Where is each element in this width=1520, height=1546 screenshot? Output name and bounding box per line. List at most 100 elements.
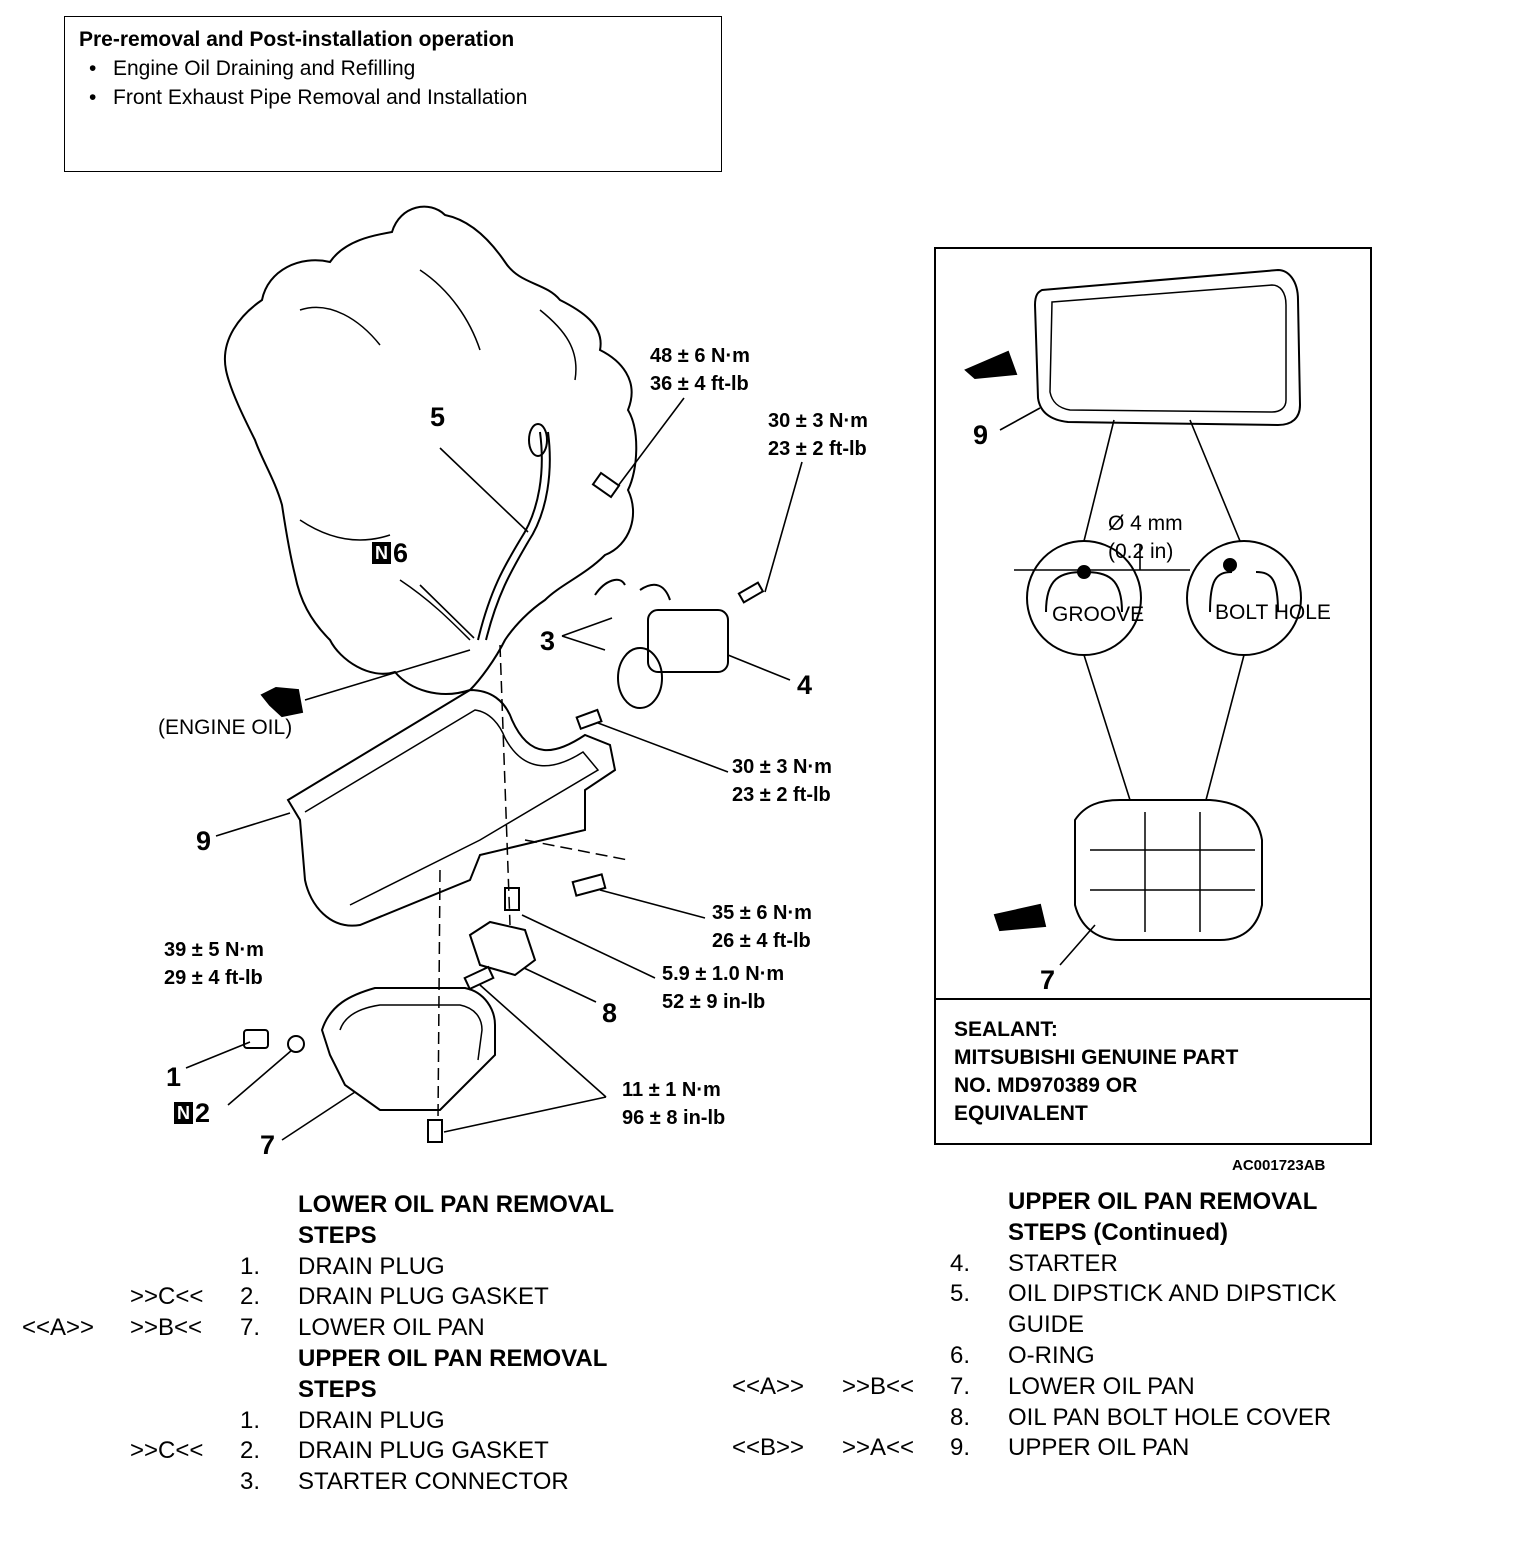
step-label: DRAIN PLUG <box>298 1252 445 1280</box>
sealant-inset-box <box>934 247 1372 1145</box>
starter-bolt-upper <box>737 581 765 604</box>
step-label: UPPER OIL PAN REMOVAL <box>1008 1188 1318 1215</box>
callout-8: 8 <box>602 998 618 1028</box>
dipstick-bolt <box>591 471 621 499</box>
inset-divider <box>934 998 1372 1000</box>
step-row: <<A>> >>B<< 7. LOWER OIL PAN <box>700 1372 1480 1403</box>
inset-sealant-tube-upper <box>964 350 1018 380</box>
drain-plug-gasket <box>287 1035 305 1053</box>
step-service-ref: <<A>> <box>732 1372 805 1400</box>
step-label: LOWER OIL PAN REMOVAL <box>298 1191 614 1218</box>
step-service-ref: >>A<< <box>842 1434 915 1462</box>
torque-upper-pan-bolt: 35 ± 6 N·m 26 ± 4 ft-lb <box>712 902 812 952</box>
lower-oil-pan <box>320 987 496 1111</box>
inset-leaders <box>999 407 1245 966</box>
step-label: OIL DIPSTICK AND DIPSTICK <box>1008 1280 1337 1308</box>
torque-starter-lower: 30 ± 3 N·m 23 ± 2 ft-lb <box>732 756 832 806</box>
engine-oil-can-icon <box>260 686 304 718</box>
step-row: 4. STARTER <box>700 1249 1480 1280</box>
step-number: 7. <box>950 1372 971 1400</box>
step-service-ref: <<A>> <box>22 1314 95 1342</box>
starter-body <box>647 609 729 673</box>
inset-sealant-bead-bolt <box>1223 558 1237 572</box>
steps-heading: STEPS <box>0 1375 740 1406</box>
inset-sealant-bead-groove <box>1077 565 1091 579</box>
engine-detail <box>299 269 577 641</box>
step-number: 4. <box>950 1249 971 1277</box>
step-row: >>C<<2.DRAIN PLUG GASKET <box>0 1282 740 1313</box>
torque-dipstick-bolt: 48 ± 6 N·m 36 ± 4 ft-lb <box>650 345 750 395</box>
step-label: LOWER OIL PAN <box>298 1314 485 1342</box>
drain-plug <box>243 1029 269 1049</box>
engine-oil-label: (ENGINE OIL) <box>158 716 293 739</box>
step-number: 2. <box>240 1437 261 1465</box>
step-service-ref: >>C<< <box>130 1283 204 1311</box>
step-row: 1. DRAIN PLUG <box>0 1252 740 1283</box>
torque-cover-bolt: 5.9 ± 1.0 N·m 52 ± 9 in-lb <box>662 963 785 1013</box>
inset-bolt-hole-label: BOLT HOLE <box>1215 601 1331 624</box>
cover-bolt <box>504 887 520 911</box>
steps-heading: STEPS (Continued) <box>700 1218 1480 1249</box>
step-row: GUIDE <box>700 1310 1480 1341</box>
step-label: UPPER OIL PAN <box>1008 1434 1190 1462</box>
pre-removal-item: •Front Exhaust Pipe Removal and Installa… <box>89 86 528 109</box>
inset-callout-7: 7 <box>1040 965 1056 995</box>
step-label: DRAIN PLUG GASKET <box>298 1437 549 1465</box>
dipstick <box>477 431 543 641</box>
step-number: 6. <box>950 1341 971 1369</box>
dipstick-guide <box>485 431 551 641</box>
step-label: LOWER OIL PAN <box>1008 1372 1195 1400</box>
step-service-ref: <<B>> <box>732 1434 805 1462</box>
upper-oil-pan-flange <box>304 709 600 906</box>
steps-heading: STEPS <box>0 1221 740 1252</box>
step-label: STEPS <box>298 1375 377 1403</box>
step-service-ref: >>B<< <box>130 1314 203 1342</box>
step-row: <<A>> >>B<< 7. LOWER OIL PAN <box>0 1313 740 1344</box>
bolt-hole-cover <box>468 920 537 977</box>
step-label: STARTER <box>1008 1249 1118 1277</box>
upper-oil-pan-steps-continued: UPPER OIL PAN REMOVAL STEPS (Continued) 4.… <box>700 1187 1480 1464</box>
step-label: O-RING <box>1008 1341 1095 1369</box>
inset-callout-9: 9 <box>973 420 989 450</box>
callout-1: 1 <box>166 1062 182 1092</box>
upper-pan-bolt <box>571 873 607 897</box>
step-row: >>C<<2.DRAIN PLUG GASKET <box>0 1436 740 1467</box>
pre-removal-title: Pre-removal and Post-installation operat… <box>79 28 515 51</box>
pre-removal-item: •Engine Oil Draining and Refilling <box>89 57 416 80</box>
starter-face <box>617 647 663 709</box>
engine-block-outline <box>223 205 638 695</box>
step-number: 3. <box>240 1468 261 1496</box>
torque-starter-upper: 30 ± 3 N·m 23 ± 2 ft-lb <box>768 410 868 460</box>
alignment-line <box>437 644 629 1121</box>
step-row: 6. O-RING <box>700 1341 1480 1372</box>
step-label: STEPS <box>298 1221 377 1249</box>
step-row: 5. OIL DIPSTICK AND DIPSTICK <box>700 1279 1480 1310</box>
step-number: 1. <box>240 1252 261 1280</box>
steps-heading: LOWER OIL PAN REMOVAL <box>0 1190 740 1221</box>
step-row: 3. STARTER CONNECTOR <box>0 1467 740 1498</box>
step-row: <<B>>>>A<<9.UPPER OIL PAN <box>700 1433 1480 1464</box>
inset-upper-pan-inner <box>1049 284 1287 413</box>
step-number: 8. <box>950 1403 971 1431</box>
step-number: 7. <box>240 1314 261 1342</box>
step-label: DRAIN PLUG <box>298 1406 445 1434</box>
sealant-spec: SEALANT: MITSUBISHI GENUINE PART NO. MD9… <box>954 1018 1239 1125</box>
figure-reference-code: AC001723AB <box>1232 1157 1326 1174</box>
inset-upper-pan <box>1033 268 1302 427</box>
step-number: 5. <box>950 1280 971 1308</box>
step-label: STARTER CONNECTOR <box>298 1468 569 1496</box>
dipstick-handle <box>528 423 548 457</box>
step-label: OIL PAN BOLT HOLE COVER <box>1008 1403 1332 1431</box>
step-service-ref: >>B<< <box>842 1372 915 1400</box>
callout-3: 3 <box>540 626 556 656</box>
step-number: 1. <box>240 1406 261 1434</box>
leader-lines <box>185 397 803 1141</box>
step-label: STEPS (Continued) <box>1008 1218 1228 1246</box>
steps-heading: UPPER OIL PAN REMOVAL <box>700 1187 1480 1218</box>
inset-sealant-tube-lower <box>993 903 1047 932</box>
steps-heading: UPPER OIL PAN REMOVAL <box>0 1344 740 1375</box>
